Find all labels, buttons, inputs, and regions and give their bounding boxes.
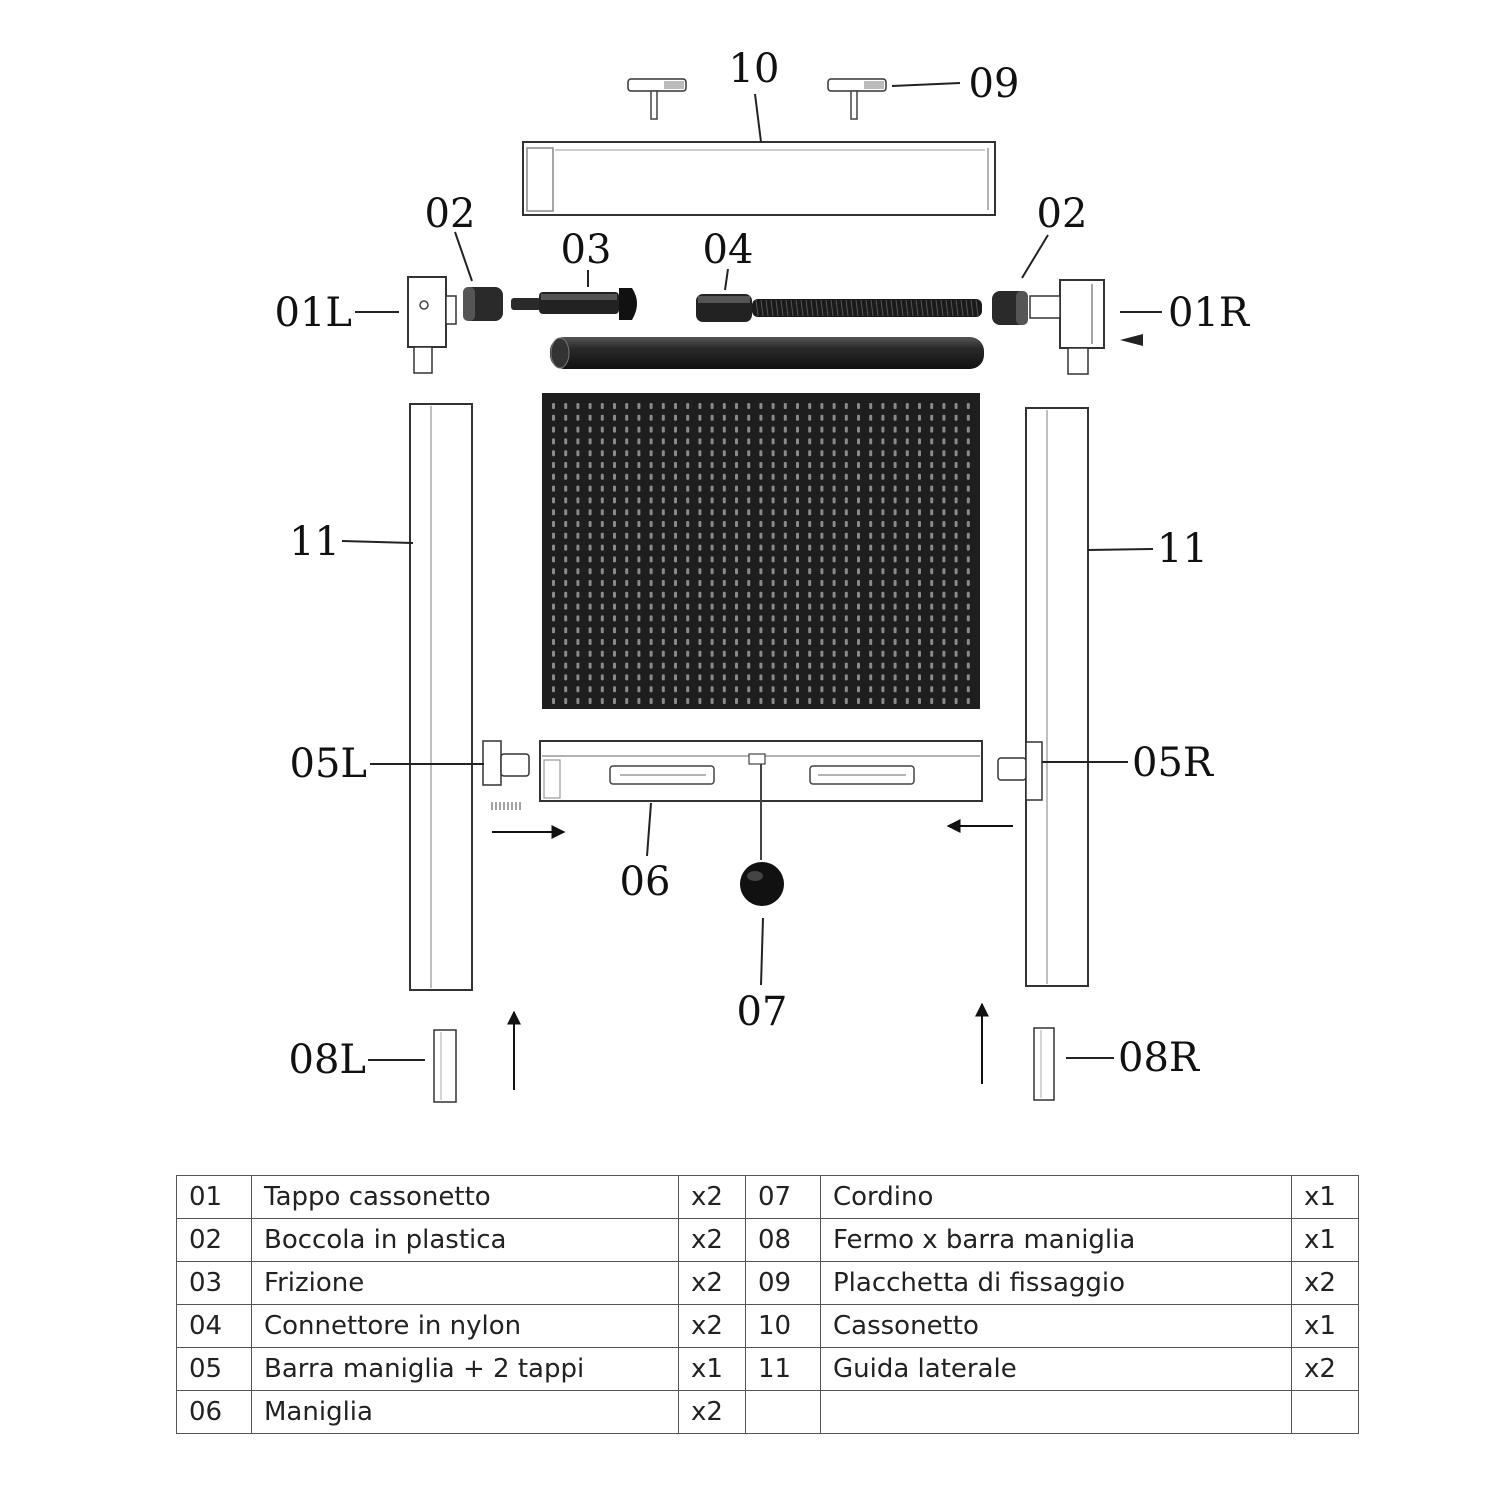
part-name: Placchetta di fissaggio <box>820 1261 1292 1305</box>
exploded-assembly-diagram: 10 09 02 02 03 04 01L 01R 11 11 05L 05R … <box>275 46 1251 1103</box>
part-name: Fermo x barra maniglia <box>820 1218 1292 1262</box>
callout-01L: 01L <box>275 290 352 336</box>
fixing-plate-left <box>627 78 687 120</box>
nylon-connector <box>696 294 982 322</box>
part-code: 03 <box>176 1261 252 1305</box>
end-cap-left <box>407 276 457 374</box>
callout-08L: 08L <box>289 1037 366 1083</box>
part-quantity: x1 <box>1291 1304 1359 1348</box>
screw-icon <box>1120 334 1143 346</box>
part-code: 05 <box>176 1347 252 1391</box>
part-name <box>820 1390 1292 1434</box>
perforated-screen <box>542 393 980 709</box>
callout-11-left: 11 <box>289 519 340 565</box>
callout-05L: 05L <box>290 741 367 787</box>
leader-lines <box>341 82 1162 1061</box>
roller-tube <box>550 337 984 369</box>
side-guide-left <box>409 403 473 991</box>
part-quantity: x1 <box>1291 1175 1359 1219</box>
callout-04: 04 <box>703 227 754 273</box>
plastic-bushing-left <box>463 287 503 321</box>
callout-08R: 08R <box>1118 1035 1201 1081</box>
callout-02-right: 02 <box>1037 191 1088 237</box>
callout-09: 09 <box>969 61 1020 107</box>
part-quantity: x2 <box>678 1175 746 1219</box>
callout-05R: 05R <box>1132 740 1215 786</box>
part-quantity: x2 <box>1291 1261 1359 1305</box>
part-code: 10 <box>745 1304 821 1348</box>
handle-bar-cap-right <box>997 741 1043 801</box>
part-quantity: x1 <box>1291 1218 1359 1262</box>
fixing-plate-right <box>827 78 887 120</box>
part-name: Guida laterale <box>820 1347 1292 1391</box>
part-quantity: x2 <box>678 1390 746 1434</box>
part-code <box>745 1390 821 1434</box>
part-code: 11 <box>745 1347 821 1391</box>
handle-bar-cap-left <box>482 740 530 810</box>
part-code: 06 <box>176 1390 252 1434</box>
stop-right <box>1033 1027 1055 1101</box>
part-code: 08 <box>745 1218 821 1262</box>
friction-spring <box>511 288 637 320</box>
part-name: Tappo cassonetto <box>251 1175 679 1219</box>
stop-left <box>433 1029 457 1103</box>
part-code: 07 <box>745 1175 821 1219</box>
part-name: Frizione <box>251 1261 679 1305</box>
part-quantity <box>1291 1390 1359 1434</box>
part-quantity: x2 <box>678 1218 746 1262</box>
part-name: Connettore in nylon <box>251 1304 679 1348</box>
part-code: 01 <box>176 1175 252 1219</box>
handle-right <box>809 765 915 785</box>
callout-01R: 01R <box>1168 290 1251 336</box>
callout-02-left: 02 <box>425 191 476 237</box>
part-code: 02 <box>176 1218 252 1262</box>
callout-07: 07 <box>737 989 788 1035</box>
part-name: Cordino <box>820 1175 1292 1219</box>
part-name: Barra maniglia + 2 tappi <box>251 1347 679 1391</box>
part-quantity: x2 <box>678 1261 746 1305</box>
end-cap-right <box>1029 279 1105 375</box>
part-name: Boccola in plastica <box>251 1218 679 1262</box>
part-quantity: x1 <box>678 1347 746 1391</box>
handle-left <box>609 765 715 785</box>
callout-03: 03 <box>561 227 612 273</box>
part-code: 09 <box>745 1261 821 1305</box>
cassonetto-box <box>522 141 996 216</box>
plastic-bushing-right <box>992 291 1028 325</box>
callout-11-right: 11 <box>1157 526 1208 572</box>
part-code: 04 <box>176 1304 252 1348</box>
callout-10: 10 <box>729 46 780 92</box>
part-quantity: x2 <box>678 1304 746 1348</box>
part-name: Cassonetto <box>820 1304 1292 1348</box>
callout-06: 06 <box>620 859 671 905</box>
part-quantity: x2 <box>1291 1347 1359 1391</box>
side-guide-right <box>1025 407 1089 987</box>
cord-with-knob <box>740 753 784 906</box>
part-name: Maniglia <box>251 1390 679 1434</box>
